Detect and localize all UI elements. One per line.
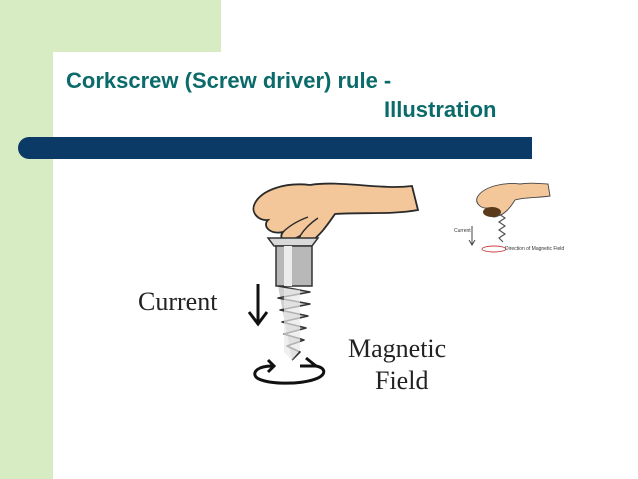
title-divider-bar: [18, 137, 532, 159]
slide-title: Corkscrew (Screw driver) rule - Illustra…: [66, 66, 536, 124]
current-label: Current: [138, 287, 218, 316]
slide-title-line2: Illustration: [384, 97, 497, 122]
thumbnail-field-label: Direction of Magnetic Field: [505, 246, 565, 252]
current-down-arrow: [247, 284, 269, 327]
magnetic-field-circular-arrow: [253, 356, 326, 385]
slide-title-line1: Corkscrew (Screw driver) rule -: [66, 68, 392, 93]
divider-bullet: [27, 139, 45, 157]
decorative-top-block: [53, 0, 221, 52]
hand-illustration: [252, 182, 420, 245]
magnetic-label-line1: Magnetic: [348, 334, 447, 363]
screw-illustration: [266, 237, 320, 361]
thumbnail-current-label: Current: [454, 228, 471, 234]
decorative-left-band: [0, 0, 53, 479]
magnetic-label-line2: Field: [375, 366, 429, 395]
